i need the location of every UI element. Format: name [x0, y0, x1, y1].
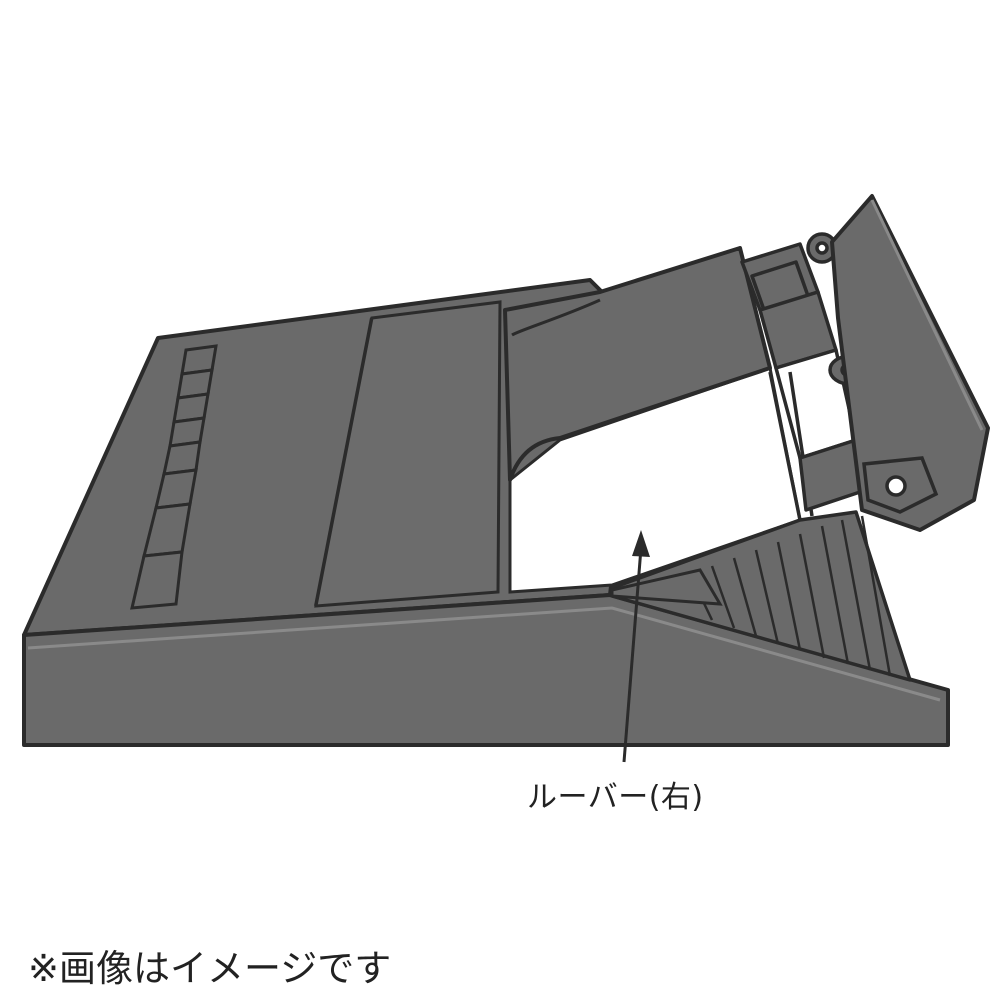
image-disclaimer-caption: ※画像はイメージです — [28, 947, 392, 990]
louver-bracket — [740, 232, 872, 521]
callout-arrowhead — [632, 530, 650, 557]
top-panel-inset — [314, 300, 502, 608]
vane-slats — [688, 515, 892, 677]
duct-inner-curve — [511, 298, 601, 337]
control-buttons — [130, 344, 218, 610]
button-8 — [130, 550, 184, 610]
duct-left-wall — [503, 246, 772, 482]
louver-flap — [830, 194, 990, 532]
louver-part-label: ルーバー(右) — [527, 780, 704, 815]
front-edge-highlight — [27, 606, 941, 702]
louver-flap-edge — [870, 199, 984, 431]
vane-base-strip — [610, 568, 723, 606]
louver-hinge — [862, 456, 939, 514]
callout-arrow-shaft — [622, 547, 643, 763]
